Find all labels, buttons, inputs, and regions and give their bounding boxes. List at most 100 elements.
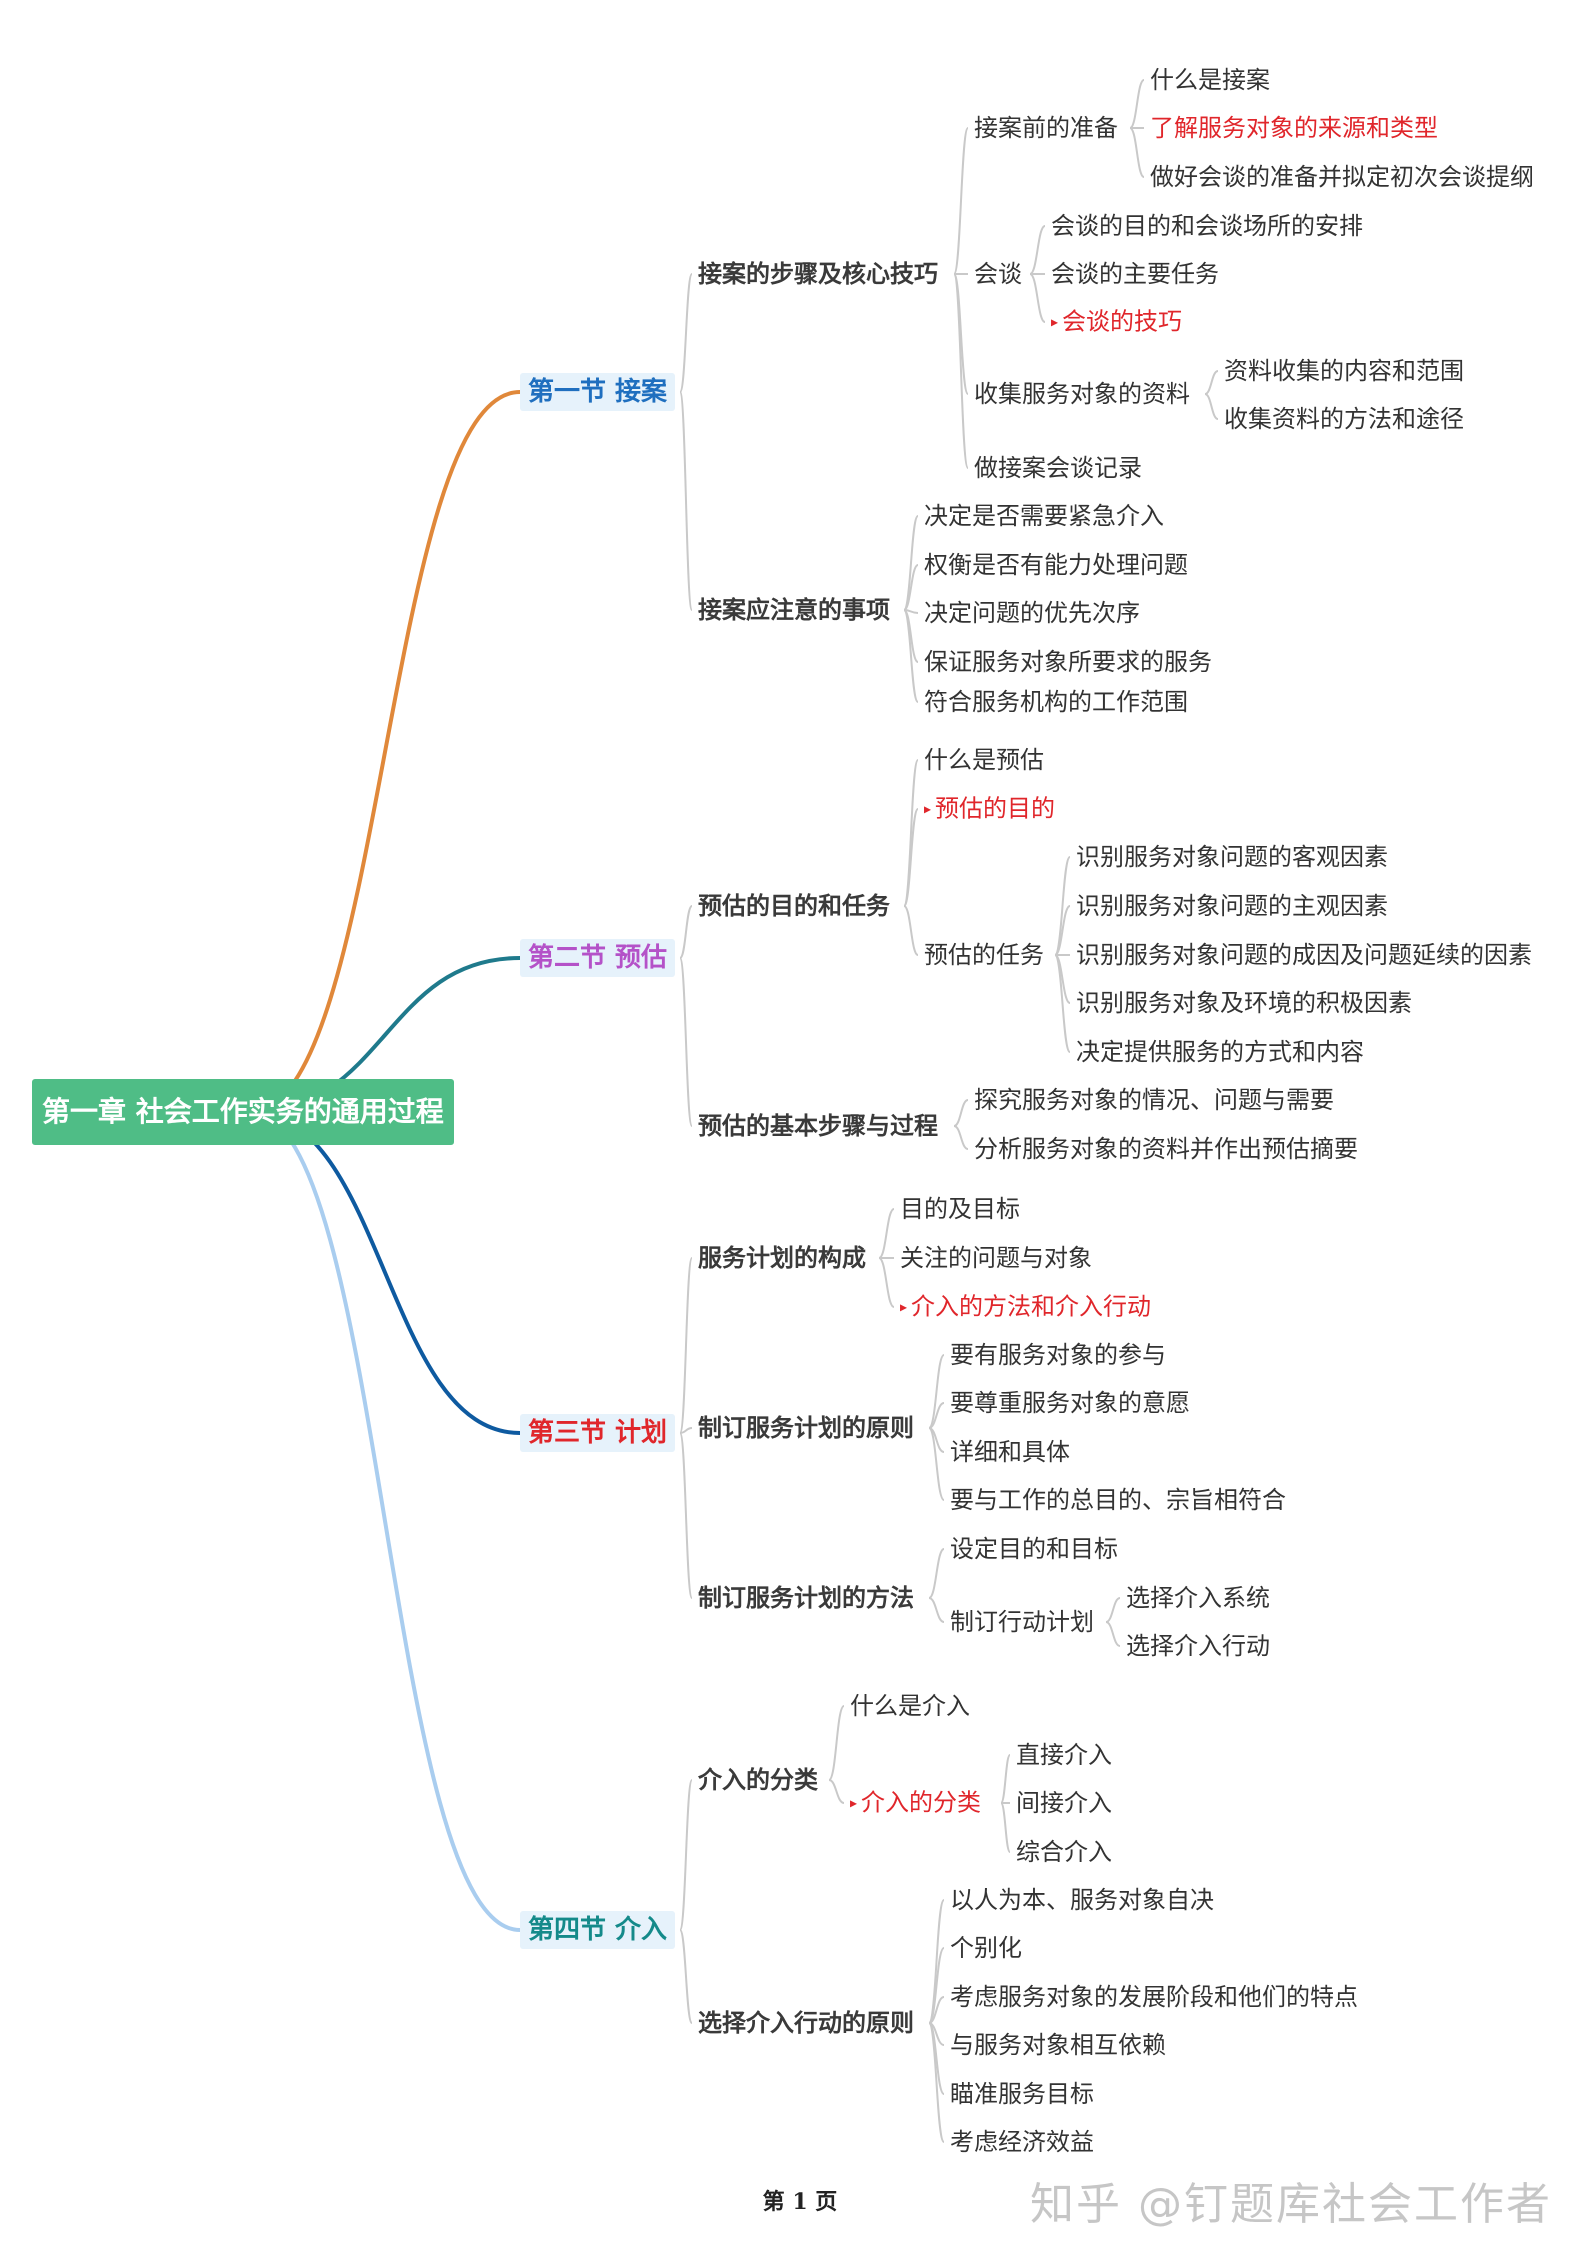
leaf-node: 决定提供服务的方式和内容 [1076, 1037, 1364, 1067]
topic-node: 制订服务计划的原则 [698, 1413, 914, 1443]
connector-line [679, 905, 693, 959]
subtopic-node: 以人为本、服务对象自决 [950, 1885, 1214, 1915]
connector-line [903, 609, 919, 703]
root-node: 第一章 社会工作实务的通用过程 [32, 1079, 454, 1145]
subtopic-node-label: 瞄准服务目标 [950, 2080, 1094, 2108]
leaf-node-label: 选择介入系统 [1126, 1584, 1270, 1612]
leaf-node-label: 收集资料的方法和途径 [1224, 405, 1464, 433]
subtopic-node-label: 什么是预估 [924, 746, 1044, 774]
subtopic-node: 接案前的准备 [974, 113, 1118, 143]
subtopic-node-label: 详细和具体 [950, 1438, 1070, 1466]
connector-line [679, 1257, 693, 1434]
leaf-node-label: 资料收集的内容和范围 [1224, 357, 1464, 385]
topic-node: 选择介入行动的原则 [698, 2008, 914, 2038]
topic-node: 接案应注意的事项 [698, 595, 890, 625]
subtopic-node: 瞄准服务目标 [950, 2079, 1094, 2109]
topic-node: 预估的目的和任务 [698, 891, 890, 921]
leaf-node-label: 选择介入行动 [1126, 1632, 1270, 1660]
leaf-node: ▸会谈的技巧 [1051, 307, 1182, 338]
connector-line [249, 390, 521, 1114]
connector-line [903, 905, 919, 956]
connector-line [1204, 393, 1219, 420]
subtopic-node: 详细和具体 [950, 1437, 1070, 1467]
connector-line [928, 1548, 945, 1599]
leaf-node-label: 会谈的主要任务 [1051, 260, 1219, 288]
connector-line [679, 391, 693, 611]
flag-icon: ▸ [1051, 314, 1059, 331]
topic-node: 介入的分类 [698, 1765, 818, 1795]
subtopic-node-label: 什么是介入 [850, 1692, 970, 1720]
connector-line [679, 1779, 693, 1931]
subtopic-node-label: 符合服务机构的工作范围 [924, 688, 1188, 716]
connector-line [953, 1125, 969, 1150]
connector-line [903, 808, 919, 907]
connector-line [1129, 127, 1145, 178]
connector-line [1054, 954, 1071, 1053]
topic-node-label: 介入的分类 [698, 1766, 818, 1794]
connector-line [903, 564, 919, 611]
subtopic-node-label: 要有服务对象的参与 [950, 1341, 1166, 1369]
connector-line [1105, 1597, 1121, 1623]
leaf-node: 会谈的目的和会谈场所的安排 [1051, 211, 1363, 241]
connector-line [249, 1110, 521, 1932]
leaf-node: 选择介入行动 [1126, 1631, 1270, 1661]
connector-line [1054, 856, 1071, 956]
connector-line [878, 1208, 895, 1259]
connector-line [1204, 370, 1219, 395]
subtopic-node-label: 介入的方法和介入行动 [911, 1292, 1152, 1321]
subtopic-node-label: 目的及目标 [900, 1195, 1020, 1223]
connector-line [928, 1402, 945, 1429]
leaf-node: 做好会谈的准备并拟定初次会谈提纲 [1150, 162, 1534, 192]
subtopic-node: 探究服务对象的情况、问题与需要 [974, 1085, 1334, 1115]
watermark: 知乎 @钉题库社会工作者 [1030, 2179, 1552, 2230]
subtopic-node: 保证服务对象所要求的服务 [924, 647, 1212, 677]
section-node-label: 第二节 预估 [528, 943, 668, 973]
subtopic-node-label: 分析服务对象的资料并作出预估摘要 [974, 1135, 1358, 1163]
connector-line [679, 273, 693, 393]
connector-line [953, 1099, 969, 1127]
root-node-label: 第一章 社会工作实务的通用过程 [42, 1095, 444, 1128]
section-node: 第二节 预估 [520, 939, 676, 977]
leaf-node-label: 会谈的目的和会谈场所的安排 [1051, 212, 1363, 240]
subtopic-node: ▸介入的分类 [850, 1788, 981, 1819]
subtopic-node-label: 做接案会谈记录 [974, 454, 1142, 482]
section-node-label: 第四节 介入 [528, 1915, 668, 1945]
leaf-node-label: 识别服务对象问题的客观因素 [1076, 843, 1388, 871]
connector-line [1105, 1621, 1121, 1647]
connector-line [953, 127, 969, 275]
subtopic-node: 目的及目标 [900, 1194, 1020, 1224]
subtopic-node-label: 预估的目的 [935, 794, 1056, 823]
section-node: 第一节 接案 [520, 373, 676, 411]
leaf-node-label: 识别服务对象问题的主观因素 [1076, 892, 1388, 920]
leaf-node: 识别服务对象问题的成因及问题延续的因素 [1076, 940, 1532, 970]
subtopic-node: 符合服务机构的工作范围 [924, 687, 1188, 717]
subtopic-node-label: 关注的问题与对象 [900, 1244, 1092, 1272]
subtopic-node-label: 决定是否需要紧急介入 [924, 502, 1164, 530]
topic-node-label: 预估的目的和任务 [698, 892, 890, 920]
connector-line [1029, 225, 1046, 275]
section-node-label: 第一节 接案 [528, 377, 668, 407]
topic-node: 制订服务计划的方法 [698, 1583, 914, 1613]
connector-line [1000, 1754, 1011, 1804]
subtopic-node: ▸预估的目的 [924, 794, 1055, 825]
connector-line [928, 1597, 945, 1623]
connector-line [679, 957, 693, 1127]
topic-node-label: 服务计划的构成 [698, 1244, 866, 1272]
subtopic-node: 什么是介入 [850, 1691, 970, 1721]
flag-icon: ▸ [924, 801, 932, 818]
leaf-node-label: 了解服务对象的来源和类型 [1150, 114, 1438, 142]
leaf-node: 识别服务对象问题的主观因素 [1076, 891, 1388, 921]
leaf-node: 识别服务对象问题的客观因素 [1076, 842, 1388, 872]
topic-node: 服务计划的构成 [698, 1243, 866, 1273]
subtopic-node: 考虑经济效益 [950, 2127, 1094, 2157]
connector-line [1129, 79, 1145, 129]
subtopic-node: 要与工作的总目的、宗旨相符合 [950, 1485, 1286, 1515]
connector-line [1000, 1802, 1011, 1853]
leaf-node: 综合介入 [1016, 1837, 1112, 1867]
subtopic-node: 与服务对象相互依赖 [950, 2030, 1166, 2060]
subtopic-node-label: 会谈 [974, 260, 1022, 288]
connector-line [679, 1432, 693, 1599]
subtopic-node: 做接案会谈记录 [974, 453, 1142, 483]
subtopic-node: 考虑服务对象的发展阶段和他们的特点 [950, 1982, 1358, 2012]
